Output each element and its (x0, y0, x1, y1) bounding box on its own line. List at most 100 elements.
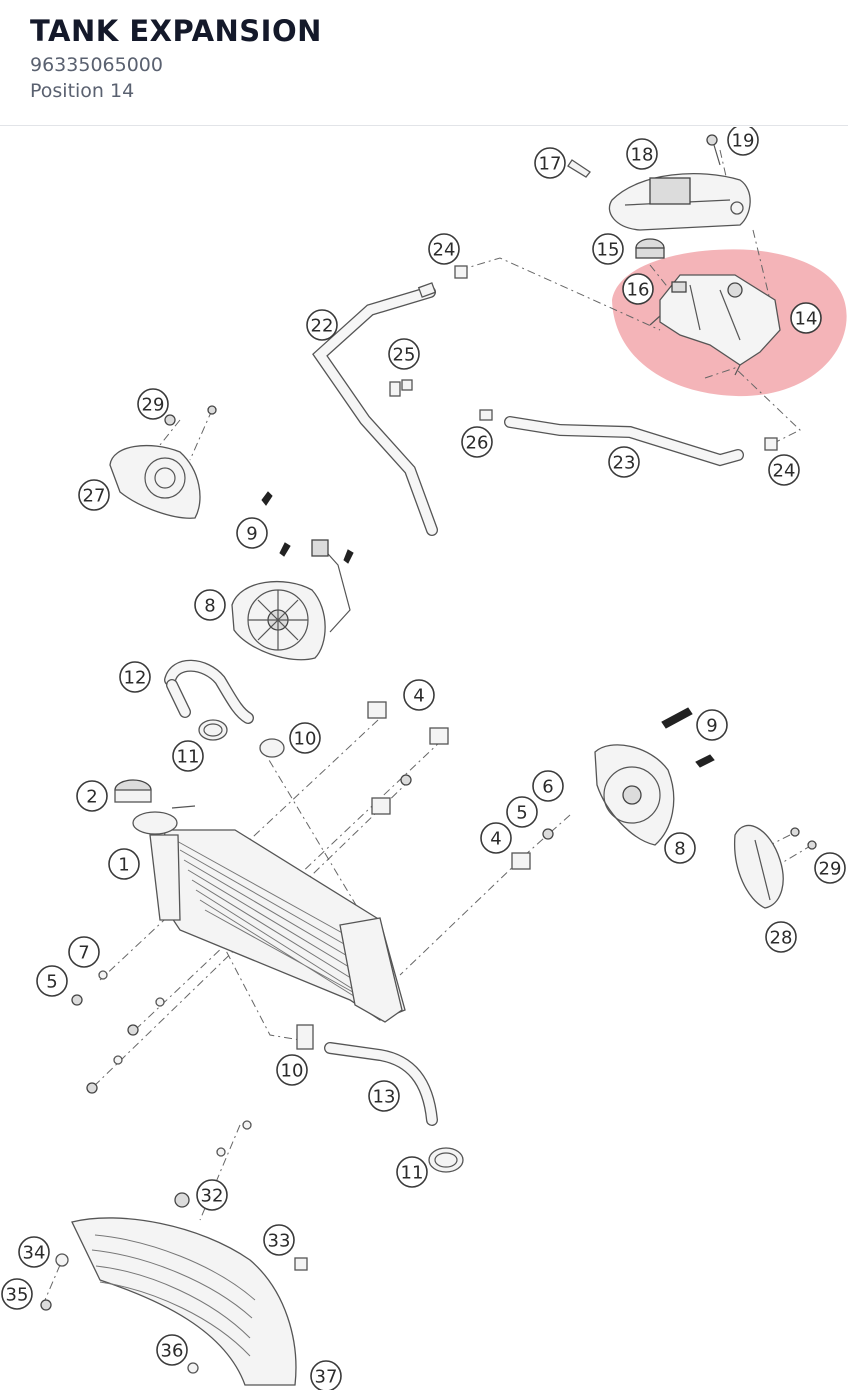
rubber-mounts (367, 701, 554, 870)
callout-circle (68, 936, 100, 968)
callout-circle (306, 309, 338, 341)
page-header: TANK EXPANSION 96335065000 Position 14 (0, 0, 848, 126)
callout-circle (172, 740, 204, 772)
screw-17 (567, 159, 591, 178)
callout-number: 32 (201, 1186, 224, 1207)
hose-clamp-10-upper (259, 738, 285, 758)
position-label: Position 14 (30, 80, 135, 102)
callout-number: 34 (23, 1243, 46, 1264)
callout-4[interactable]: 4 (480, 822, 512, 854)
part-number: 96335065000 (30, 54, 163, 76)
callout-number: 29 (142, 395, 165, 416)
callout-24[interactable]: 24 (428, 233, 460, 265)
callout-circle (368, 1080, 400, 1112)
callout-11[interactable]: 11 (396, 1156, 428, 1188)
hose-clamp-10-lower (296, 1024, 314, 1050)
callout-7[interactable]: 7 (68, 936, 100, 968)
callout-35[interactable]: 35 (1, 1278, 33, 1310)
expansion-tank-14 (649, 274, 781, 376)
callout-29[interactable]: 29 (814, 852, 846, 884)
hose-clamp-11-lower (428, 1147, 464, 1173)
callout-33[interactable]: 33 (263, 1224, 295, 1256)
callout-25[interactable]: 25 (388, 338, 420, 370)
callout-26[interactable]: 26 (461, 426, 493, 458)
callout-circle (236, 517, 268, 549)
callout-22[interactable]: 22 (306, 309, 338, 341)
clip-25 (389, 379, 413, 397)
callout-number: 5 (516, 803, 527, 824)
callout-circle (263, 1224, 295, 1256)
callout-number: 11 (177, 747, 200, 768)
callout-number: 15 (597, 240, 620, 261)
callout-36[interactable]: 36 (156, 1334, 188, 1366)
callout-27[interactable]: 27 (78, 479, 110, 511)
callout-circle (480, 822, 512, 854)
callout-8[interactable]: 8 (194, 589, 226, 621)
callout-number: 27 (83, 486, 106, 507)
callout-15[interactable]: 15 (592, 233, 624, 265)
radiator-cap-2 (114, 779, 152, 803)
callout-1[interactable]: 1 (108, 848, 140, 880)
callout-circle (532, 770, 564, 802)
callout-circle (696, 709, 728, 741)
callout-16[interactable]: 16 (622, 273, 654, 305)
callout-number: 16 (627, 280, 650, 301)
callout-34[interactable]: 34 (18, 1236, 50, 1268)
callout-number: 10 (294, 729, 317, 750)
radiator-grille (40, 1192, 308, 1386)
callout-number: 36 (161, 1341, 184, 1362)
callout-8[interactable]: 8 (664, 832, 696, 864)
callout-6[interactable]: 6 (532, 770, 564, 802)
hose-clamp-11-upper (198, 719, 228, 741)
screws-9-lower (661, 707, 715, 768)
callout-circle (790, 302, 822, 334)
callout-circle (461, 426, 493, 458)
callout-13[interactable]: 13 (368, 1080, 400, 1112)
callout-37[interactable]: 37 (310, 1360, 342, 1390)
callout-number: 24 (433, 240, 456, 261)
screws-9-upper (261, 491, 354, 564)
callout-number: 7 (78, 943, 89, 964)
callout-19[interactable]: 19 (727, 127, 759, 156)
callout-28[interactable]: 28 (765, 921, 797, 953)
callout-number: 26 (466, 433, 489, 454)
callout-circle (276, 1054, 308, 1086)
callout-number: 12 (124, 668, 147, 689)
callout-number: 33 (268, 1231, 291, 1252)
callout-number: 9 (246, 524, 257, 545)
callout-circle (768, 454, 800, 486)
callout-circle (626, 138, 658, 170)
callout-24[interactable]: 24 (768, 454, 800, 486)
callout-circle (388, 338, 420, 370)
callout-circle (592, 233, 624, 265)
page-title: TANK EXPANSION (30, 14, 322, 48)
callout-17[interactable]: 17 (534, 147, 566, 179)
callout-11[interactable]: 11 (172, 740, 204, 772)
callout-number: 28 (770, 928, 793, 949)
callout-circle (289, 722, 321, 754)
callout-number: 35 (6, 1285, 29, 1306)
callout-number: 29 (819, 859, 842, 880)
callout-circle (137, 388, 169, 420)
callout-29[interactable]: 29 (137, 388, 169, 420)
callout-10[interactable]: 10 (276, 1054, 308, 1086)
callout-32[interactable]: 32 (196, 1179, 228, 1211)
fan-cover-28 (734, 824, 817, 909)
lower-hose-13 (324, 1042, 438, 1126)
callout-2[interactable]: 2 (76, 780, 108, 812)
callout-circle (310, 1360, 342, 1390)
callout-number: 9 (706, 716, 717, 737)
callout-4[interactable]: 4 (403, 679, 435, 711)
callout-5[interactable]: 5 (506, 796, 538, 828)
callout-5[interactable]: 5 (36, 965, 68, 997)
tank-cap-15 (635, 238, 665, 259)
callout-18[interactable]: 18 (626, 138, 658, 170)
callout-23[interactable]: 23 (608, 446, 640, 478)
callout-9[interactable]: 9 (236, 517, 268, 549)
callout-9[interactable]: 9 (696, 709, 728, 741)
callout-14[interactable]: 14 (790, 302, 822, 334)
callout-number: 18 (631, 145, 654, 166)
callout-12[interactable]: 12 (119, 661, 151, 693)
callout-10[interactable]: 10 (289, 722, 321, 754)
callout-number: 19 (732, 131, 755, 152)
